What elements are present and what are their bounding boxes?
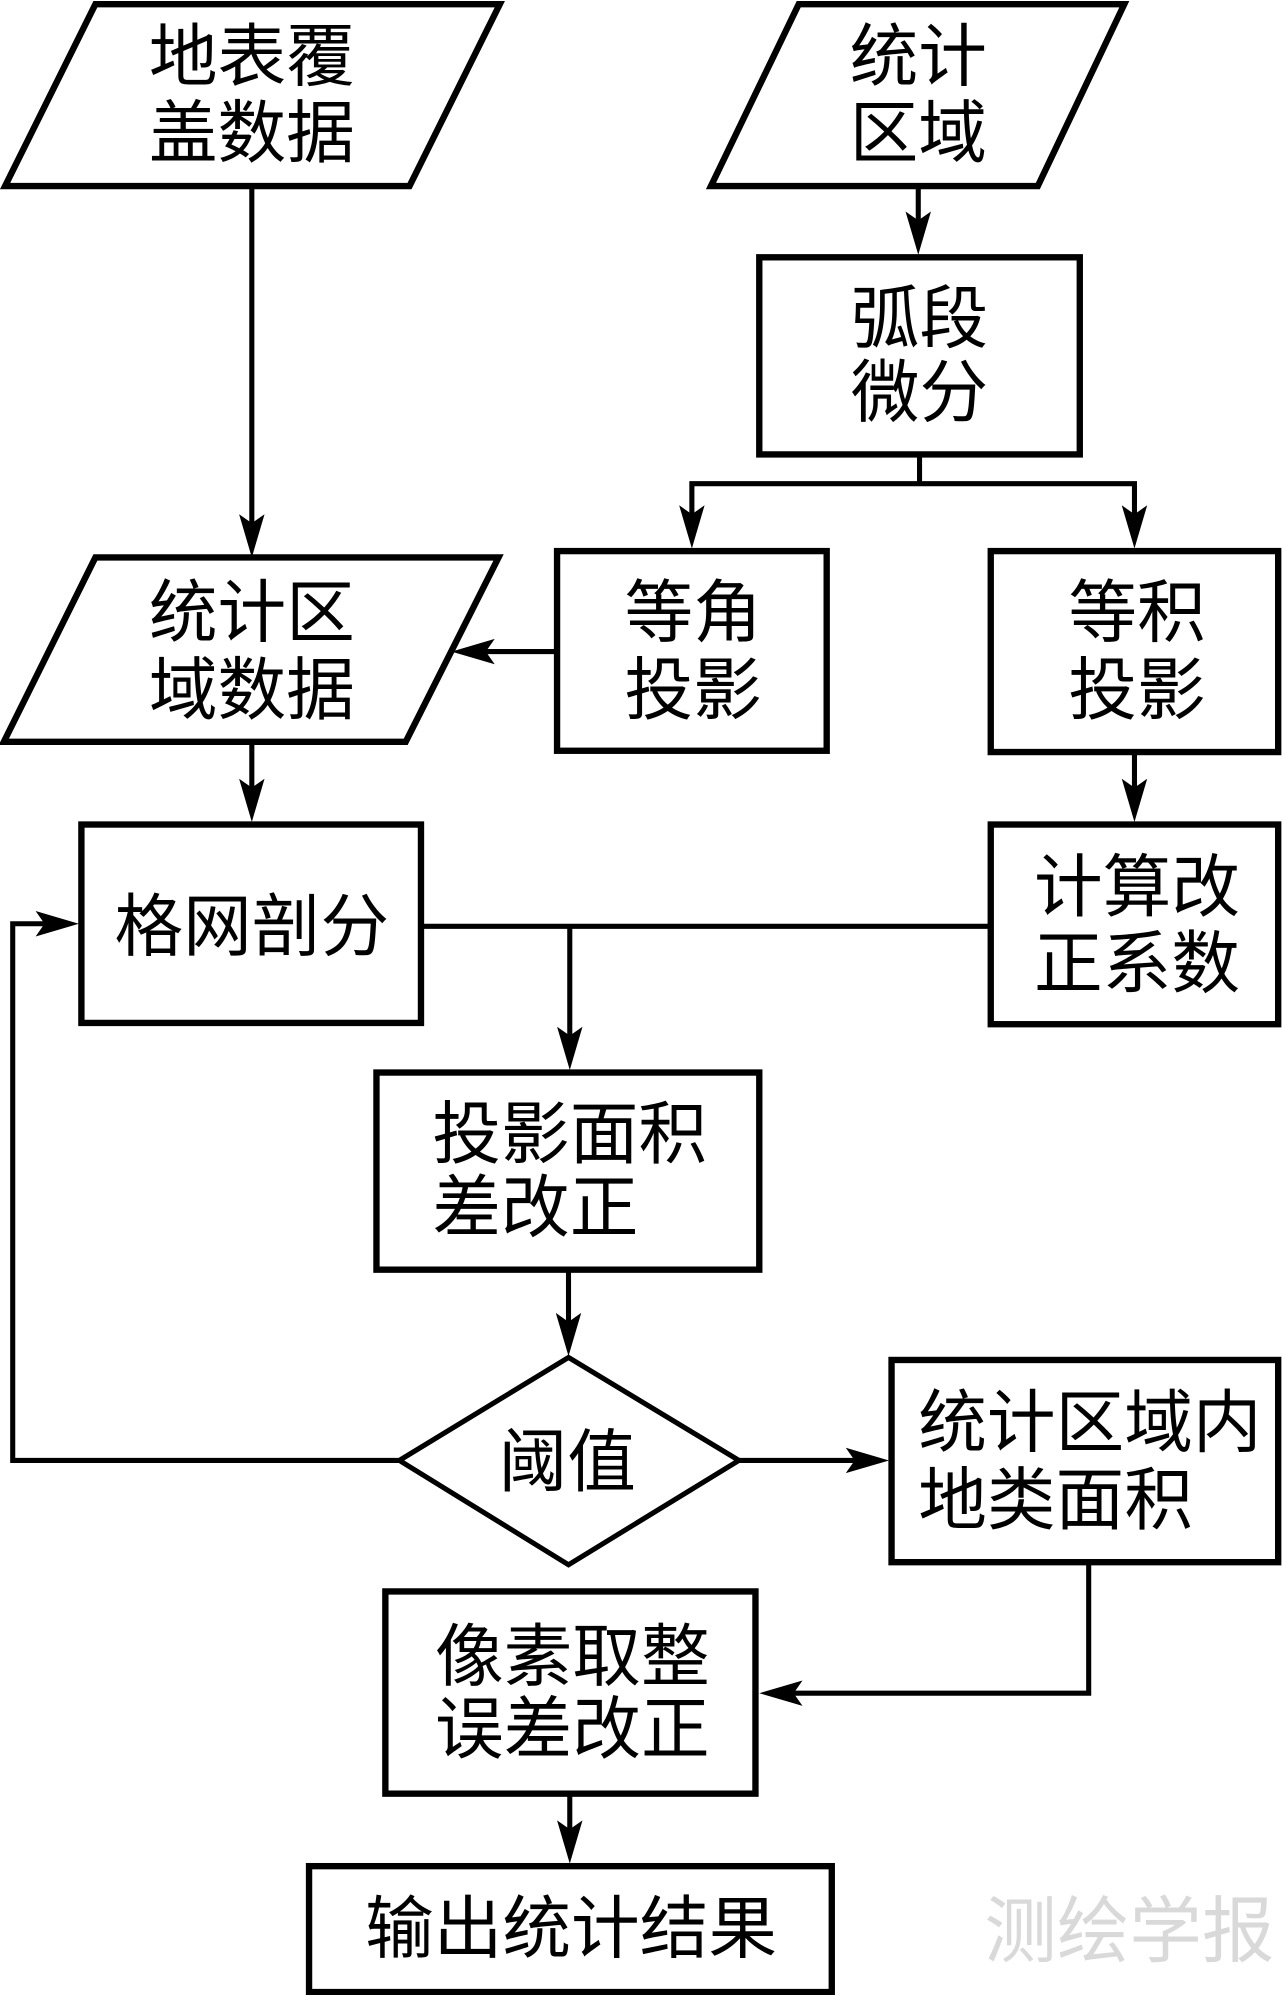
node-label-line: 等角 (624, 573, 761, 653)
rectangle-shape (756, 254, 1083, 458)
node-grid-partition: 格网剖分 (78, 821, 425, 1027)
node-land-class-area: 统计区域内 地类面积 (888, 1356, 1282, 1566)
rectangle-shape (987, 821, 1282, 1028)
node-label-line: 计算改 (1034, 848, 1240, 928)
node-label-line: 阈值 (499, 1423, 636, 1503)
node-output-results: 输出统计结果 (305, 1862, 835, 1995)
node-land-cover-data: 地表覆 盖数据 (0, 1, 505, 190)
node-region-data: 统计区 域数据 (0, 554, 504, 746)
node-label-line: 微分 (851, 353, 988, 433)
parallelogram-shape (705, 1, 1130, 190)
arrowhead (845, 1447, 890, 1474)
node-threshold: 阈值 (394, 1354, 744, 1568)
node-label-line: 像素取整 (435, 1618, 710, 1698)
node-label-line: 区域 (850, 94, 987, 174)
parallelogram-shape (0, 1, 505, 190)
rectangle-shape (888, 1356, 1282, 1566)
node-label-line: 等积 (1068, 573, 1205, 653)
parallelogram-shape (0, 554, 504, 746)
arrowhead (1121, 505, 1148, 549)
arrowhead (451, 638, 495, 665)
node-projection-area-correction: 投影面积 差改正 (373, 1069, 763, 1273)
arrowhead (557, 1026, 583, 1070)
node-arc-segment-differentiation: 弧段 微分 (756, 254, 1083, 458)
node-label-line: 输出统计结果 (365, 1890, 777, 1970)
node-label-line: 投影 (624, 651, 761, 731)
rectangle-shape (987, 547, 1282, 756)
node-label-line: 格网剖分 (115, 888, 390, 968)
rectangle-shape (305, 1862, 835, 1995)
node-equal-area-projection: 等积 投影 (987, 547, 1282, 756)
node-conformal-projection: 等角 投影 (553, 547, 830, 754)
node-label-line: 地表覆 (149, 18, 355, 98)
rectangle-shape (78, 821, 425, 1027)
node-label-line: 统计区 (149, 573, 355, 653)
node-label-line: 统计区域内 (918, 1384, 1261, 1464)
journal-watermark: 测绘学报 (984, 1890, 1274, 1974)
node-label-line: 域数据 (149, 651, 355, 731)
node-pixel-rounding-correction: 像素取整 误差改正 (382, 1588, 759, 1797)
node-label-line: 地类面积 (918, 1461, 1193, 1541)
arrowhead (239, 514, 265, 558)
arrowhead (35, 911, 79, 937)
node-label-line: 投影 (1068, 651, 1205, 731)
arrowhead (555, 1312, 582, 1357)
arrowhead (1121, 778, 1148, 822)
node-label-line: 误差改正 (435, 1690, 710, 1770)
node-label-line: 弧段 (851, 280, 988, 360)
node-statistical-region: 统计 区域 (705, 1, 1130, 190)
node-correction-coefficient: 计算改 正系数 (987, 821, 1282, 1028)
edge-land-class-to-pixel-correction (778, 1562, 1092, 1696)
arrowhead (239, 778, 265, 822)
node-label-line: 盖数据 (149, 94, 355, 174)
node-label-line: 统计 (850, 18, 987, 98)
node-label-line: 正系数 (1034, 924, 1240, 1004)
rectangle-shape (382, 1588, 759, 1797)
node-label-line: 差改正 (432, 1169, 638, 1249)
arrowhead (905, 211, 931, 255)
arrowhead (679, 505, 705, 549)
connectors (10, 186, 1148, 1864)
rectangle-shape (553, 547, 830, 754)
diamond-shape (394, 1354, 744, 1568)
edge-threshold-feedback-to-grid (10, 921, 400, 1463)
rectangle-shape (373, 1069, 763, 1273)
arrowhead (557, 1820, 583, 1864)
edge-arc-segment-split (689, 481, 1138, 530)
arrowhead (759, 1680, 803, 1706)
node-label-line: 投影面积 (432, 1095, 707, 1175)
